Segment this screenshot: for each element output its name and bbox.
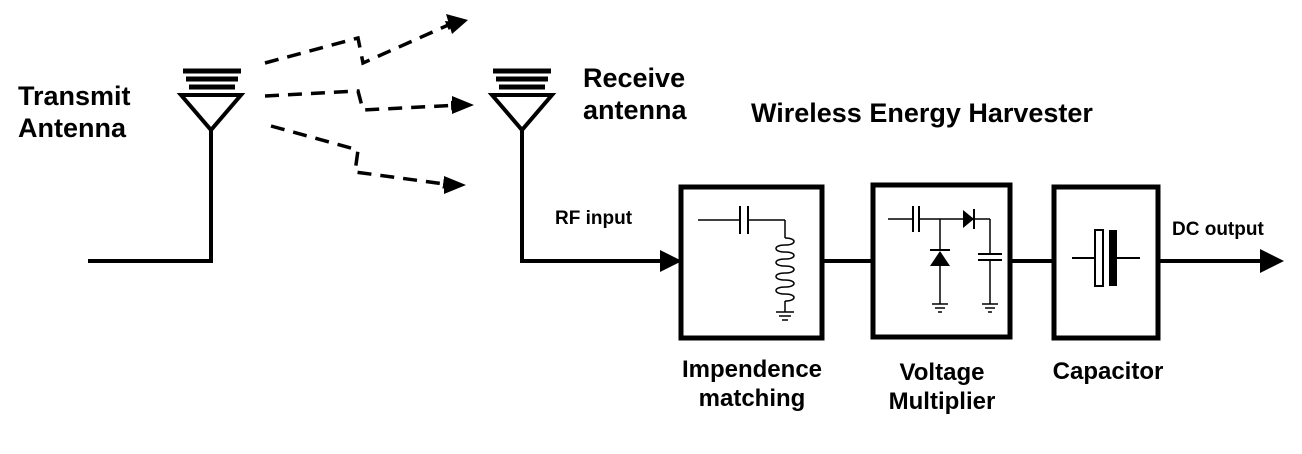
impedance-matching-block [678, 184, 825, 341]
capacitor-block [1051, 184, 1161, 341]
voltage-multiplier-block [870, 182, 1013, 340]
dc-output-label: DC output [1172, 219, 1264, 240]
receive-antenna-icon [487, 68, 682, 272]
capacitor-label: Capacitor [1052, 358, 1164, 385]
rf-wave-arrows [264, 20, 461, 189]
wave-arrowhead-3 [444, 176, 466, 194]
receive-antenna-label: Receive antenna [583, 63, 687, 126]
voltage-multiplier-label: Voltage Multiplier [888, 359, 996, 415]
wave-arrowhead-1 [446, 14, 468, 34]
wave-arrowhead-2 [452, 96, 474, 114]
rf-input-label: RF input [555, 208, 633, 229]
transmit-antenna-label: Transmit Antenna [18, 81, 131, 144]
dc-output-arrow [1158, 249, 1284, 273]
impedance-matching-label: Impendence matching [681, 356, 823, 412]
diagram-title: Wireless Energy Harvester [751, 98, 1093, 128]
transmit-antenna-icon [88, 68, 246, 263]
